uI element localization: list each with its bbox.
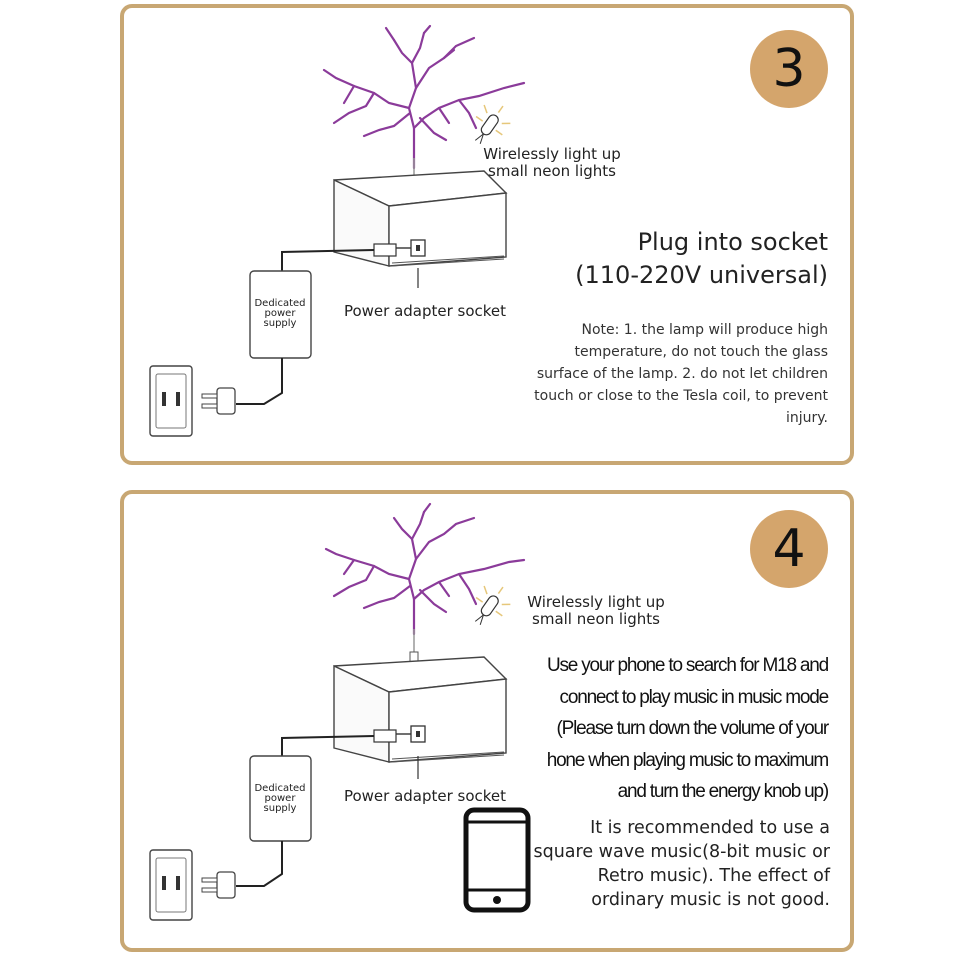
power-supply-icon: [249, 270, 312, 359]
power-supply-icon: [249, 755, 312, 842]
tesla-coil-diagram: [149, 24, 526, 437]
instruction-line-4: hone when playing music to maximum: [546, 749, 829, 771]
neon-light-label: Wirelessly light up small neon lights: [483, 145, 621, 180]
wall-outlet-icon: [149, 849, 193, 921]
adapter-socket-label: Power adapter socket: [343, 302, 507, 320]
safety-note: Note: 1. the lamp will produce high temp…: [534, 322, 828, 426]
plug-icon: [201, 387, 236, 415]
neon-bulb-icon: [474, 104, 511, 144]
smartphone-icon: [463, 807, 531, 913]
instruction-line-5: and turn the energy knob up): [617, 781, 830, 802]
step-4-panel: 4: [120, 490, 854, 952]
instruction-line-1: Use your phone to search for M18 and: [546, 655, 829, 676]
tesla-coil-icon: [324, 502, 526, 636]
power-supply-label: Dedicated power supply: [254, 783, 306, 814]
wall-outlet-icon: [149, 365, 193, 437]
plug-in-heading: Plug into socket (110-220V universal): [575, 226, 828, 292]
power-supply-label: Dedicated power supply: [254, 298, 306, 329]
tesla-coil-icon: [322, 24, 526, 170]
bluetooth-instruction: Use your phone to search for M18 and con…: [546, 650, 830, 808]
coil-base: [333, 170, 508, 267]
instruction-line-2: connect to play music in music mode: [559, 686, 830, 708]
coil-base: [333, 656, 508, 763]
tesla-coil-diagram: [149, 502, 531, 921]
heading-line-1: Plug into socket: [637, 228, 828, 256]
step-number-badge: 3: [750, 30, 828, 108]
heading-line-2: (110-220V universal): [575, 261, 828, 289]
step-number-badge: 4: [750, 510, 828, 588]
instruction-line-3: (Please turn down the volume of your: [556, 718, 829, 739]
neon-light-label: Wirelessly light up small neon lights: [527, 593, 665, 628]
music-recommendation: It is recommended to use a square wave m…: [533, 818, 830, 910]
adapter-socket-label: Power adapter socket: [343, 787, 507, 805]
plug-icon: [201, 871, 236, 899]
neon-bulb-icon: [474, 585, 511, 625]
step-3-panel: 3: [120, 4, 854, 465]
